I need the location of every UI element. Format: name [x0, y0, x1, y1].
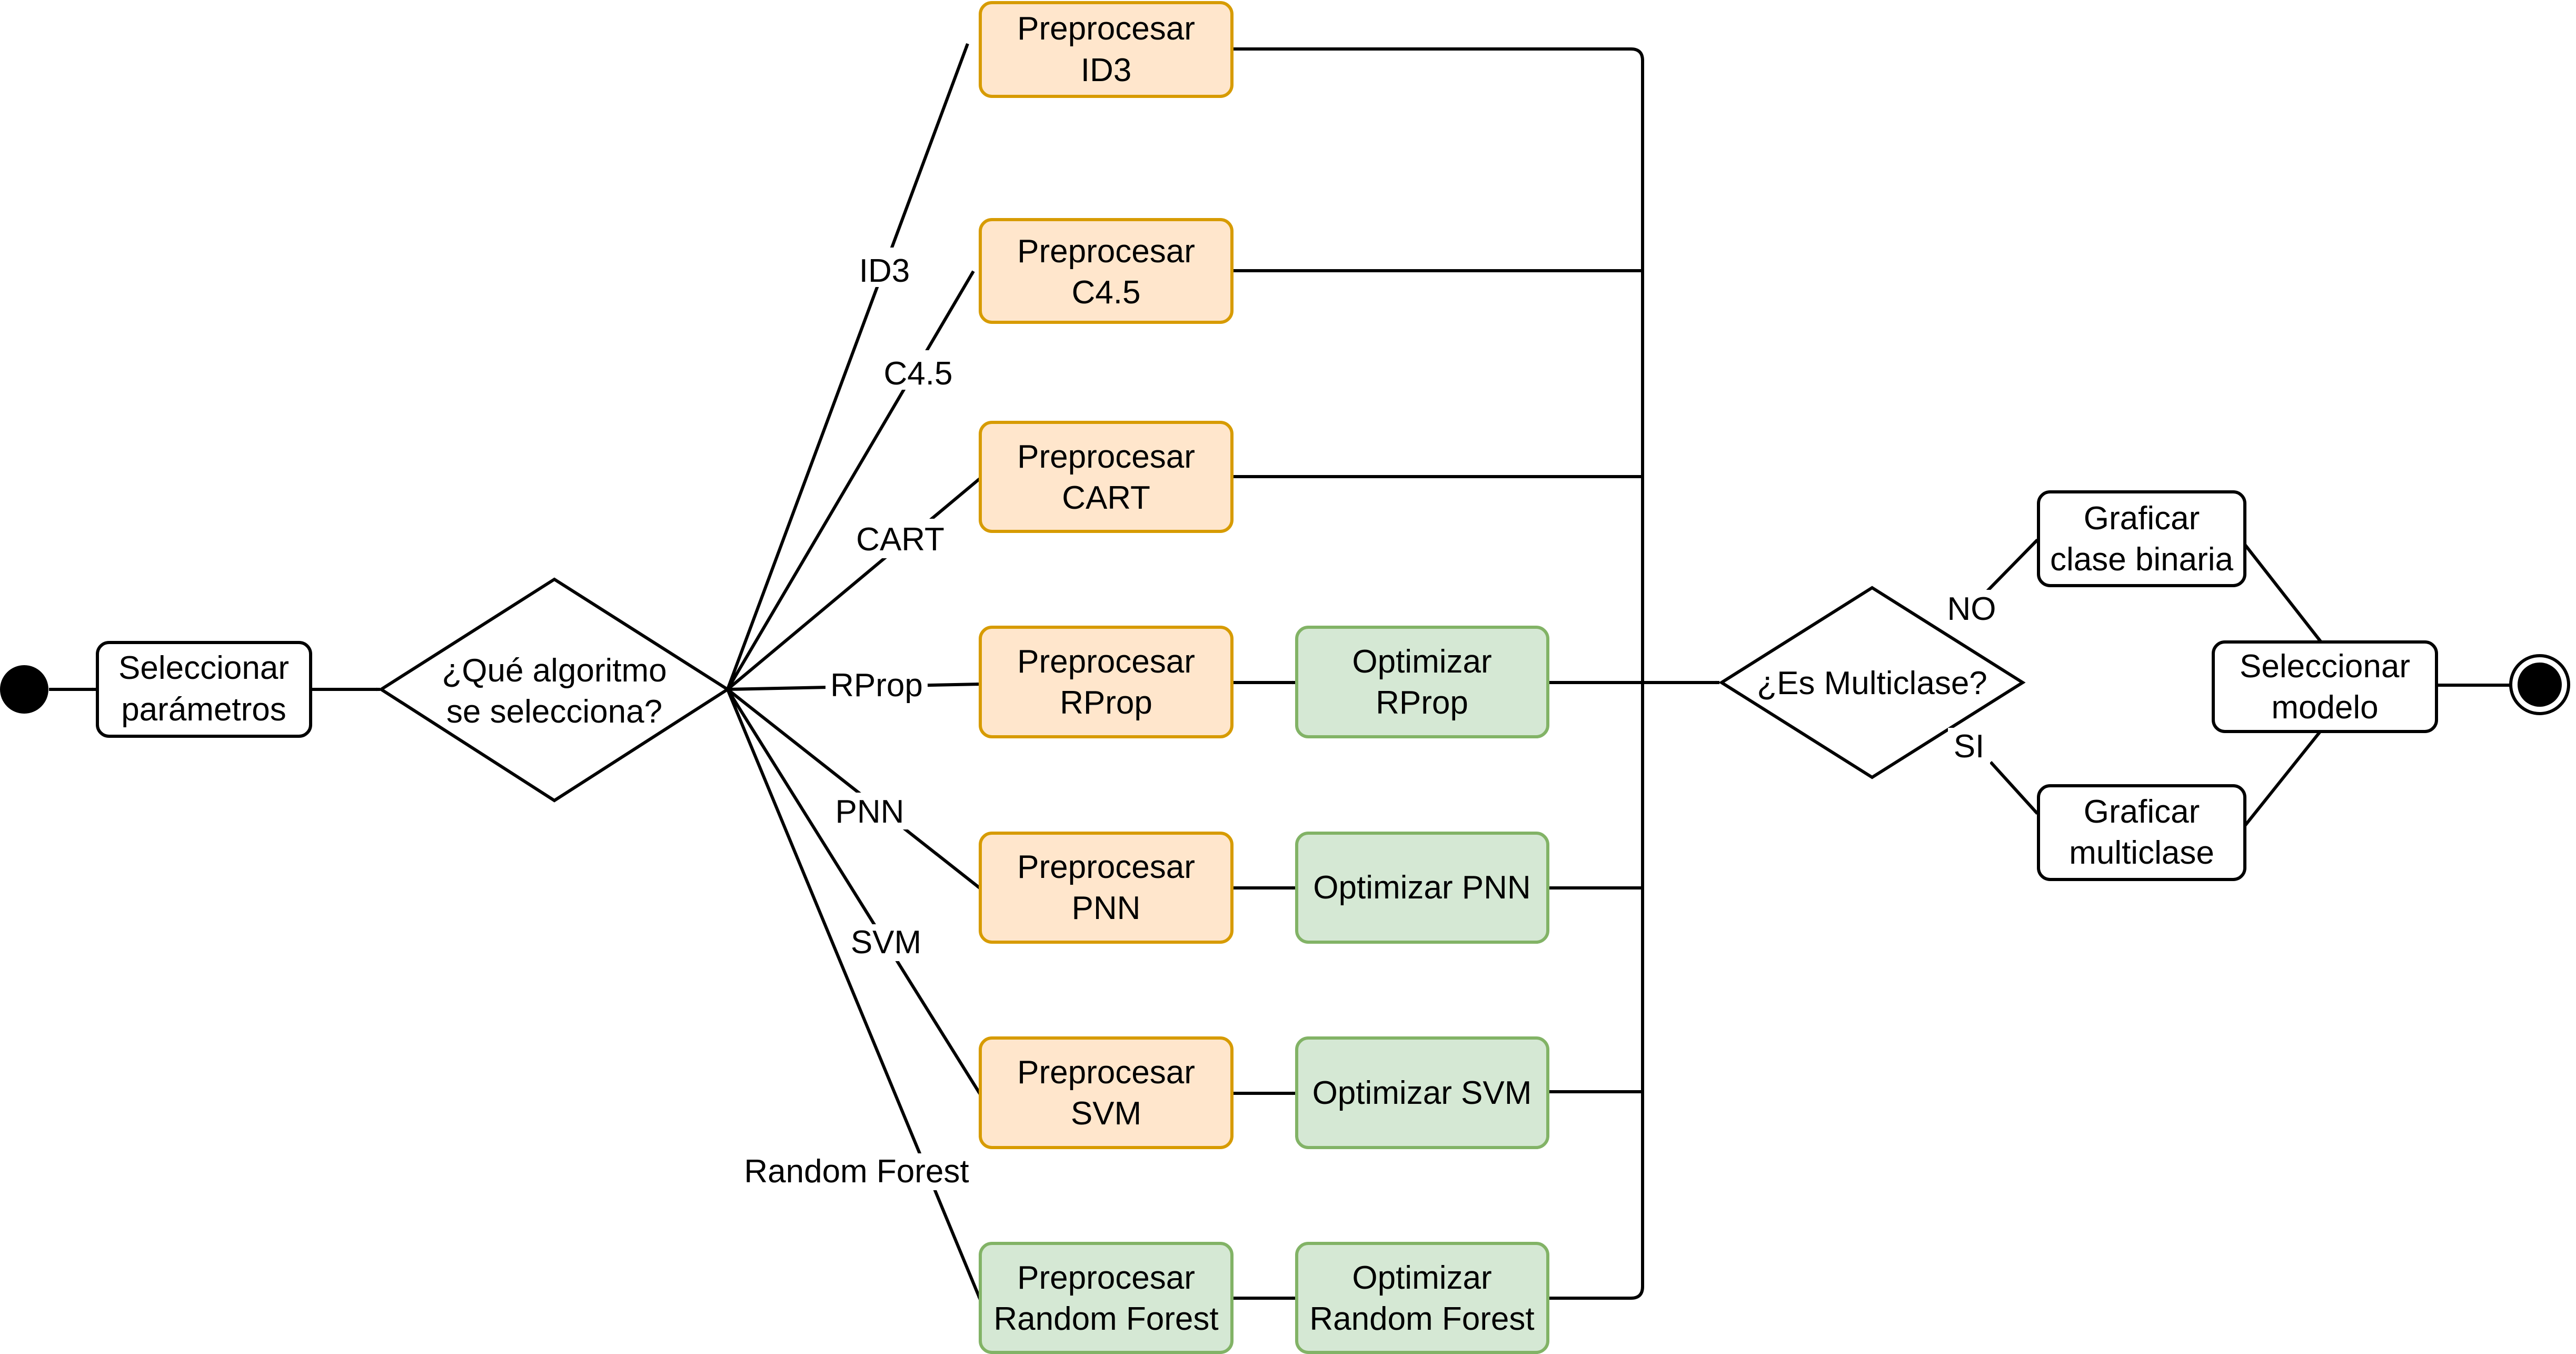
preprocesar-svm-node: Preprocesar SVM	[979, 1036, 1234, 1149]
preprocesar-pnn-line1: Preprocesar	[1017, 849, 1195, 885]
edge-decision-to-pre-rf	[726, 688, 982, 1301]
edge-decision-to-pre-c45	[726, 270, 975, 690]
preprocesar-rprop-line2: RProp	[1060, 685, 1152, 721]
edge-multiclase-to-binaria	[1985, 538, 2039, 594]
preprocesar-rprop-node: Preprocesar RProp	[979, 626, 1234, 738]
edge-pre-id3-to-bus	[1232, 47, 1644, 683]
decision-algoritmo-line1: ¿Qué algoritmo	[442, 653, 667, 689]
preprocesar-pnn-line2: PNN	[1072, 890, 1141, 926]
seleccionar-modelo-line1: Seleccionar	[2240, 648, 2410, 685]
preprocesar-c45-node: Preprocesar C4.5	[979, 218, 1234, 324]
edge-label-pnn: PNN	[832, 793, 908, 830]
preprocesar-svm-line1: Preprocesar	[1017, 1054, 1195, 1091]
svg-text:CART: CART	[856, 521, 944, 558]
edge-opt-rf-to-bus	[1548, 683, 1644, 1300]
optimizar-svm-node: Optimizar SVM	[1295, 1036, 1549, 1149]
optimizar-rprop-node: Optimizar RProp	[1295, 626, 1549, 738]
seleccionar-parametros-line1: Seleccionar	[118, 650, 289, 686]
optimizar-random-forest-line2: Random Forest	[1309, 1301, 1534, 1337]
start-node	[0, 665, 48, 714]
optimizar-rprop-line2: RProp	[1376, 685, 1468, 721]
graficar-multiclase-node: Graficar multiclase	[2037, 784, 2246, 881]
preprocesar-c45-line1: Preprocesar	[1017, 233, 1195, 270]
preprocesar-random-forest-node: Preprocesar Random Forest	[979, 1242, 1234, 1354]
edge-label-random-forest: Random Forest	[734, 1153, 979, 1190]
optimizar-pnn-node: Optimizar PNN	[1295, 832, 1549, 944]
edge-decision-to-pre-cart	[727, 477, 981, 691]
preprocesar-rprop-line1: Preprocesar	[1017, 644, 1195, 680]
graficar-clase-binaria-line1: Graficar	[2084, 500, 2200, 537]
edge-decision-to-pre-pnn	[727, 688, 981, 890]
end-node	[2509, 654, 2570, 715]
preprocesar-svm-line2: SVM	[1071, 1095, 1141, 1132]
graficar-multiclase-line1: Graficar	[2084, 794, 2200, 830]
preprocesar-id3-node: Preprocesar ID3	[979, 1, 1234, 98]
preprocesar-cart-node: Preprocesar CART	[979, 421, 1234, 533]
svg-text:NO: NO	[1947, 591, 1996, 627]
decision-multiclase-node: ¿Es Multiclase?	[1718, 586, 2026, 779]
preprocesar-id3-line1: Preprocesar	[1017, 11, 1195, 47]
optimizar-pnn-line1: Optimizar PNN	[1313, 869, 1530, 906]
edge-label-id3: ID3	[850, 248, 919, 289]
edge-label-c45: C4.5	[876, 350, 960, 392]
optimizar-random-forest-node: Optimizar Random Forest	[1295, 1242, 1549, 1354]
svg-text:PNN: PNN	[836, 794, 904, 830]
optimizar-random-forest-line1: Optimizar	[1352, 1260, 1491, 1296]
edge-binaria-to-modelo	[2243, 543, 2322, 643]
preprocesar-random-forest-line1: Preprocesar	[1017, 1260, 1195, 1296]
graficar-clase-binaria-line2: clase binaria	[2050, 541, 2234, 578]
svg-text:RProp: RProp	[830, 667, 923, 704]
optimizar-rprop-line1: Optimizar	[1352, 644, 1491, 680]
decision-algoritmo-node: ¿Qué algoritmo se selecciona?	[378, 577, 731, 803]
edge-decision-to-pre-svm	[726, 688, 982, 1095]
edge-label-svm: SVM	[847, 924, 926, 961]
preprocesar-cart-line2: CART	[1062, 480, 1150, 516]
graficar-multiclase-line2: multiclase	[2069, 835, 2214, 871]
edge-multiclase-to-multiclase	[1989, 760, 2039, 815]
edge-label-cart: CART	[850, 519, 950, 558]
edge-label-no: NO	[1943, 590, 2001, 628]
preprocesar-random-forest-line2: Random Forest	[993, 1301, 1218, 1337]
svg-text:SVM: SVM	[851, 924, 921, 961]
seleccionar-modelo-line2: modelo	[2271, 689, 2378, 726]
edge-decision-to-pre-id3	[726, 43, 969, 690]
seleccionar-parametros-node: Seleccionar parámetros	[96, 641, 312, 738]
preprocesar-pnn-node: Preprocesar PNN	[979, 832, 1234, 944]
svg-text:C4.5: C4.5	[884, 355, 953, 392]
edge-multiclase-node-to-modelo	[2243, 730, 2322, 827]
svg-text:Random Forest: Random Forest	[744, 1153, 969, 1190]
preprocesar-cart-line1: Preprocesar	[1017, 439, 1195, 475]
svg-text:SI: SI	[1954, 728, 1985, 765]
svg-text:ID3: ID3	[859, 253, 910, 289]
optimizar-svm-line1: Optimizar SVM	[1312, 1075, 1532, 1111]
edge-label-rprop: RProp	[825, 666, 928, 704]
preprocesar-c45-line2: C4.5	[1072, 274, 1141, 311]
graficar-clase-binaria-node: Graficar clase binaria	[2037, 490, 2246, 587]
seleccionar-parametros-line2: parámetros	[121, 691, 286, 728]
decision-multiclase-line1: ¿Es Multiclase?	[1757, 665, 1987, 701]
edge-label-si: SI	[1948, 728, 1990, 766]
preprocesar-id3-line2: ID3	[1081, 52, 1131, 88]
decision-algoritmo-line2: se selecciona?	[446, 694, 662, 730]
seleccionar-modelo-node: Seleccionar modelo	[2212, 640, 2438, 733]
